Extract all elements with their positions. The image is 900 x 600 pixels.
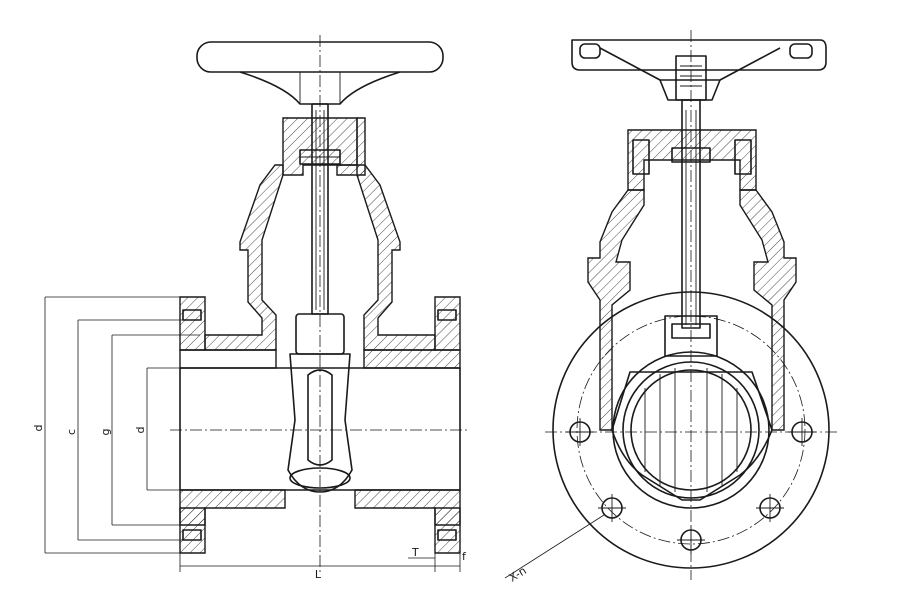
body-front-left: [587, 189, 645, 431]
leader-x-n: [504, 514, 605, 579]
dim-label-c: c: [65, 429, 78, 435]
body-wall-left: [204, 164, 284, 351]
flange-left: [179, 296, 206, 351]
dim-label-d-outer: d: [32, 425, 45, 432]
bore-grid: [644, 368, 738, 492]
dim-label-L: L: [315, 568, 322, 581]
body-wall-right: [356, 164, 436, 351]
dim-label-d-inner: d: [134, 427, 147, 434]
handwheel-right: [571, 39, 827, 71]
dim-label-f: f: [462, 550, 467, 563]
gate-front: [611, 371, 773, 501]
side-section-view: d c g d L T f: [32, 35, 470, 581]
dim-label-g: g: [99, 429, 112, 436]
dim-label-T: T: [411, 546, 419, 559]
flange-right: [434, 296, 461, 351]
label-x-n: X-n: [507, 564, 529, 585]
front-section-view: [504, 30, 840, 580]
dimensions-left: [44, 296, 461, 572]
bonnet-right: [627, 129, 757, 191]
